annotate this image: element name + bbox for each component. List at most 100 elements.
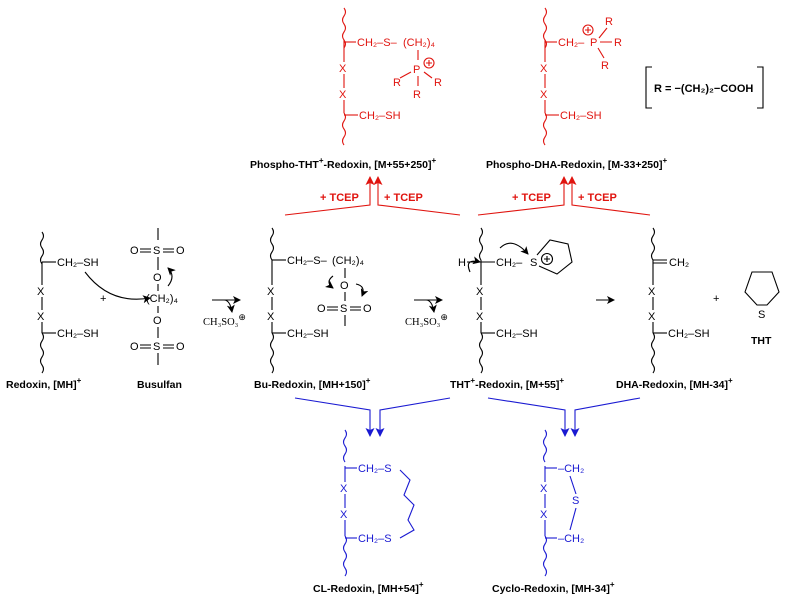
curved-arrow-icon	[355, 283, 369, 297]
positive-charge-icon	[540, 252, 554, 266]
r-definition: R = −(CH₂)₂−COOH	[654, 83, 753, 95]
cl-redoxin-structure: CH₂–S CH₂–S X X CL-Redoxin, [MH+54]+	[313, 429, 424, 595]
curved-arrow-icon	[499, 242, 529, 255]
x-atom: X	[37, 286, 45, 298]
thiol-group-bottom: CH₂–SH	[57, 328, 99, 340]
x-atom: X	[37, 311, 45, 323]
busulfan-structure: S O O O (CH₂)₄ O S O O Busulfan	[130, 228, 185, 391]
dha-redoxin-structure: CH₂ X X CH₂–SH DHA-Redoxin, [MH-34]+	[616, 227, 733, 391]
reaction-arrow-1: CH₃SO₃⊕	[203, 296, 246, 328]
oxygen-atom: O	[130, 341, 139, 353]
curved-arrow-icon	[467, 256, 481, 273]
butyl-chain: (CH₂)₄	[332, 255, 364, 267]
x-atom: X	[339, 63, 347, 75]
sulfur-atom: S	[153, 341, 160, 353]
methylene-bottom: –CH₂	[558, 533, 584, 545]
r-group: R	[614, 37, 622, 49]
oxygen-atom: O	[317, 303, 326, 315]
oxygen-atom: O	[130, 245, 139, 257]
thiol-group: CH₂–SH	[560, 110, 602, 122]
hydrogen-atom: H	[458, 257, 466, 269]
leaving-group-label: CH₃SO₃⊕	[405, 312, 448, 328]
cyclo-redoxin-structure: –CH₂ –CH₂ S X X Cyclo-Redoxin, [MH-34]+	[492, 429, 615, 595]
x-atom: X	[476, 286, 484, 298]
thiol-group: CH₂–SH	[496, 328, 538, 340]
x-atom: X	[540, 63, 548, 75]
thioether-top: CH₂–S	[358, 463, 392, 475]
x-atom: X	[340, 483, 348, 495]
sulfur-atom: S	[340, 303, 347, 315]
oxygen-atom: O	[153, 315, 162, 327]
tcep-label: + TCEP	[384, 192, 423, 204]
bu-redoxin-caption: Bu-Redoxin, [MH+150]+	[254, 376, 371, 391]
x-atom: X	[648, 311, 656, 323]
x-atom: X	[540, 509, 548, 521]
x-atom: X	[540, 89, 548, 101]
oxygen-atom: O	[340, 280, 349, 292]
redoxin-structure: CH₂–SH X X CH₂–SH Redoxin, [MH]+	[6, 231, 99, 391]
reaction-arrow-2: CH₃SO₃⊕	[405, 296, 448, 328]
x-atom: X	[476, 311, 484, 323]
thioether-link: CH₂–S–	[357, 37, 398, 49]
phosphorus-atom: P	[413, 64, 420, 76]
thiol-group: CH₂–SH	[359, 110, 401, 122]
tht-caption: THT	[751, 335, 772, 347]
nucleophilic-attack-arrow	[84, 271, 151, 304]
x-atom: X	[540, 483, 548, 495]
cl-redoxin-caption: CL-Redoxin, [MH+54]+	[313, 580, 424, 595]
oxygen-atom: O	[176, 341, 185, 353]
busulfan-caption: Busulfan	[137, 379, 182, 391]
dha-redoxin-caption: DHA-Redoxin, [MH-34]+	[616, 376, 733, 391]
methylene-top: –CH₂	[558, 463, 584, 475]
thiol-group-top: CH₂–SH	[57, 257, 99, 269]
methylene-group: CH₂–	[558, 37, 585, 49]
bu-redoxin-structure: CH₂–S– (CH₂)₄ O S O O X X CH₂–SH Bu-Redo…	[254, 227, 372, 391]
phospho-dha-redoxin-caption: Phospho-DHA-Redoxin, [M-33+250]+	[486, 156, 667, 171]
oxygen-atom: O	[153, 272, 162, 284]
thioether-bottom: CH₂–S	[358, 533, 392, 545]
tcep-label: + TCEP	[320, 192, 359, 204]
sulfur-atom: S	[572, 495, 579, 507]
tcep-label: + TCEP	[578, 192, 617, 204]
curved-arrow-icon	[167, 267, 176, 287]
methylene-group: CH₂–	[496, 257, 523, 269]
cyclization-arrows	[294, 397, 641, 437]
tht-redoxin-structure: H CH₂– S X X CH₂–SH THT+-Redoxin, [M+55]…	[450, 227, 573, 391]
thiol-group: CH₂–SH	[287, 328, 329, 340]
cyclo-redoxin-caption: Cyclo-Redoxin, [MH-34]+	[492, 580, 615, 595]
plus-sign: +	[100, 293, 106, 305]
plus-sign: +	[713, 293, 719, 305]
tcep-arrows: + TCEP + TCEP + TCEP + TCEP	[284, 176, 651, 216]
x-atom: X	[340, 509, 348, 521]
methylene-group: CH₂	[669, 257, 689, 269]
redoxin-caption: Redoxin, [MH]+	[6, 376, 82, 391]
x-atom: X	[648, 286, 656, 298]
sulfonium-atom: S	[530, 257, 537, 269]
curved-arrow-icon	[325, 275, 334, 289]
x-atom: X	[339, 89, 347, 101]
tht-structure: S THT	[744, 271, 780, 347]
positive-charge-icon	[423, 57, 435, 69]
r-definition-box: R = −(CH₂)₂−COOH	[645, 66, 764, 109]
r-group: R	[393, 77, 401, 89]
sulfur-atom: S	[153, 245, 160, 257]
thioether-link: CH₂–S–	[287, 255, 328, 267]
r-group: R	[413, 89, 421, 101]
butyl-chain: (CH₂)₄	[146, 293, 178, 305]
phospho-tht-redoxin-caption: Phospho-THT+-Redoxin, [M+55+250]+	[250, 156, 436, 171]
r-group: R	[434, 77, 442, 89]
positive-charge-icon	[582, 24, 594, 36]
phosphorus-atom: P	[590, 37, 597, 49]
r-group: R	[605, 16, 613, 28]
phospho-tht-redoxin-structure: CH₂–S– (CH₂)₄ P R R R X X CH₂–SH Phospho…	[250, 7, 442, 171]
sulfur-atom: S	[758, 309, 765, 321]
oxygen-atom: O	[176, 245, 185, 257]
r-group: R	[601, 60, 609, 72]
oxygen-atom: O	[363, 303, 372, 315]
x-atom: X	[267, 286, 275, 298]
leaving-group-label: CH₃SO₃⊕	[203, 312, 246, 328]
thiol-group: CH₂–SH	[668, 328, 710, 340]
tcep-label: + TCEP	[512, 192, 551, 204]
x-atom: X	[267, 311, 275, 323]
tht-redoxin-caption: THT+-Redoxin, [M+55]+	[450, 376, 564, 391]
